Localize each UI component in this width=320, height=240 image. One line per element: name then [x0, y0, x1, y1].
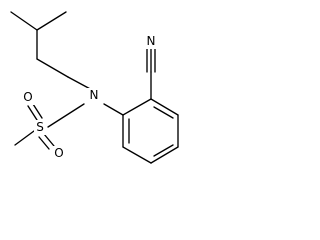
- bond-sulfur-to-oxygen-bottom-b: [43, 133, 55, 147]
- sulfur-label: S: [36, 120, 44, 134]
- bond-sulfur-to-oxygen-bottom-a: [38, 136, 50, 150]
- oxygen-bottom-label-background: [52, 146, 66, 161]
- cyano-nitrogen-label-background: [144, 34, 158, 49]
- bond-methyl-to-sulfur: [14, 130, 35, 146]
- bond-sulfur-to-amine: [47, 103, 85, 128]
- oxygen-left-label: O: [23, 90, 32, 104]
- oxygen-bottom-label: O: [54, 146, 63, 160]
- bond-amine-to-ring: [103, 103, 124, 116]
- amine-nitrogen-label-background: [87, 88, 101, 103]
- structure-canvas: N N S O O: [0, 0, 180, 207]
- bond-sulfur-to-oxygen-left-a: [27, 105, 38, 121]
- bond-methyl-upper-right: [36, 11, 67, 31]
- bond-methylene-to-methylene: [36, 58, 69, 78]
- bond-ring-c: [150, 146, 179, 164]
- bond-sulfur-to-oxygen-left-b: [32, 103, 43, 119]
- bond-ring-f: [122, 98, 152, 116]
- bond-ring-b: [122, 146, 152, 164]
- bond-ring-inner-bottom: [153, 144, 174, 157]
- oxygen-left-label-background: [21, 90, 35, 105]
- chemical-structure-diagram: N N S O O: [10, 11, 179, 164]
- bond-ring-e: [150, 98, 179, 116]
- sulfur-label-background: [34, 120, 47, 135]
- cyano-nitrogen-label: N: [147, 34, 156, 48]
- bond-methyl-upper-left: [10, 11, 38, 31]
- amine-nitrogen-label: N: [90, 88, 99, 102]
- bond-ring-inner-upper-right: [153, 106, 174, 119]
